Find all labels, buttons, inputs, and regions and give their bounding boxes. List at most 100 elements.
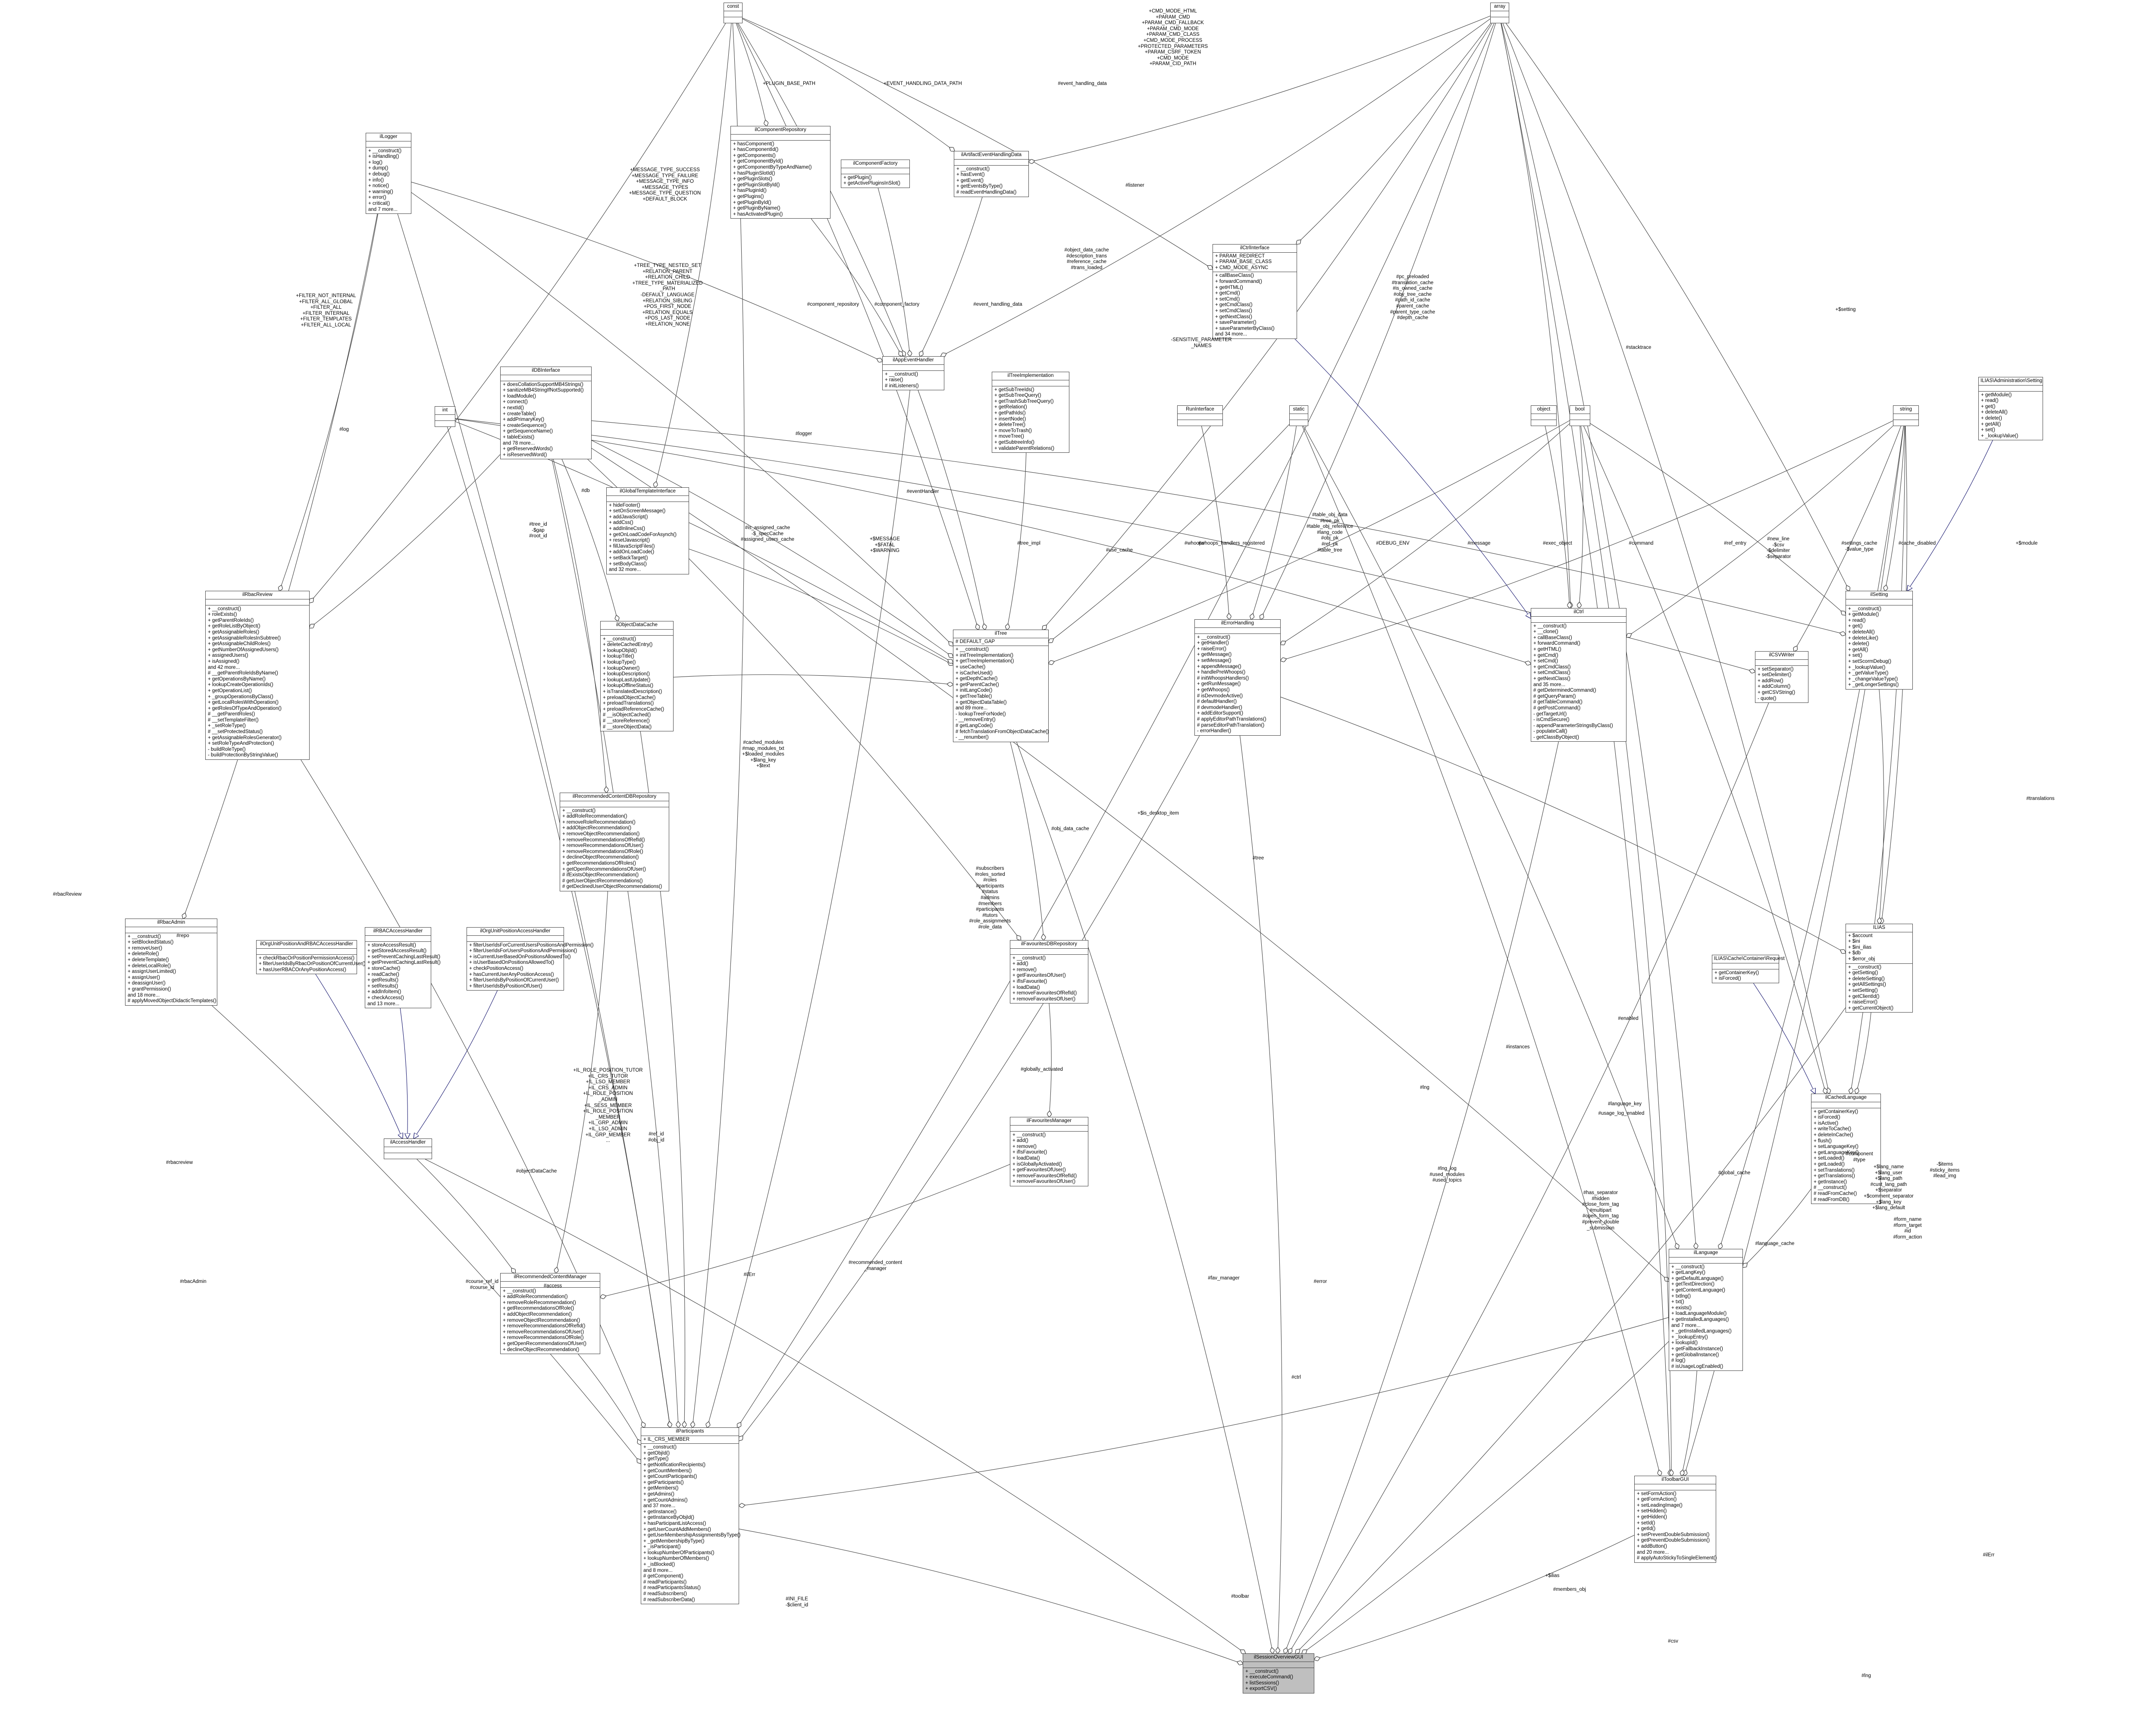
operations-section (1531, 420, 1556, 426)
usage-edge (1010, 742, 1044, 940)
attributes-section (1531, 414, 1556, 420)
operation: + addObjectRecommendation() (503, 1311, 572, 1317)
inheritance-edge (400, 1008, 407, 1138)
operation: + lookupDescription() (603, 671, 650, 677)
attributes-section (1979, 386, 2043, 392)
operations-section (724, 17, 742, 23)
attributes-section (1010, 949, 1088, 955)
edge-label: #error (1313, 1279, 1327, 1284)
operation: + removeRoleRecommendation() (562, 819, 636, 825)
class-name: int (435, 407, 455, 415)
operation: + assignUserLimited() (128, 969, 176, 975)
operation: + info() (368, 177, 384, 183)
class-ilparticipants: ilParticipants+ IL_CRS_MEMBER+ __constru… (641, 1427, 740, 1605)
operation: + txtlng() (1671, 1293, 1691, 1299)
operation: + setSeparator() (1758, 666, 1794, 672)
usage-edge (1590, 423, 1846, 615)
operation: + checkRbacOrPositionPermissionAccess() (259, 955, 355, 961)
edge-label: +$lang_name +$lang_user +$lang_path #cus… (1864, 1164, 1914, 1211)
usage-edge (739, 735, 1200, 1440)
operation: + getRolesOfTypeAndOperation() (208, 706, 282, 711)
operation: + createSequence() (503, 423, 547, 428)
class-name: ilLanguage (1669, 1249, 1742, 1257)
operations-section: + __construct()+ executeCommand()+ listS… (1243, 1668, 1314, 1693)
class-name: ilSetting (1846, 591, 1912, 599)
operation: + getHTML() (1533, 646, 1561, 652)
operation: + getParentCache() (956, 682, 999, 687)
edge-label: #lng (1420, 1085, 1429, 1090)
class-const: const (724, 3, 743, 23)
operations-section (1893, 420, 1918, 426)
operation: + setCmd() (1533, 659, 1558, 664)
operation: # parseEditorPathTranslation() (1197, 722, 1265, 728)
class-name: ilFavouritesDBRepository (1010, 941, 1088, 949)
operation: + getComponents() (733, 153, 776, 158)
operation: and 7 more... (1671, 1323, 1701, 1328)
operation: + getParticipants() (643, 1480, 684, 1485)
operation: + notice() (368, 183, 389, 189)
operation: + setLeadingImage() (1637, 1502, 1683, 1508)
usage-edge (411, 182, 882, 361)
operations-section: + storeAccessResult()+ getStoredAccessRe… (365, 942, 441, 1008)
operation: and 32 more... (609, 567, 641, 573)
operation: and 37 more... (643, 1503, 676, 1509)
operation: # getComponent() (643, 1574, 683, 1579)
class-name: ilCachedLanguage (1811, 1094, 1880, 1102)
class-name: static (1290, 406, 1308, 414)
attributes-section (435, 415, 455, 421)
operation: + log() (368, 160, 382, 165)
operation: + _lookupValue() (1981, 433, 2018, 439)
operation: + preloadReferenceCache() (603, 706, 664, 712)
operation: and 78 more... (503, 440, 535, 446)
operation: + lookupType() (603, 659, 636, 665)
edge-label: +PLUGIN_BASE_PATH (763, 81, 815, 86)
edge-label: #is_assigned_cache -$_specCache #assigne… (740, 525, 795, 542)
operation: + getNextClass() (1215, 314, 1252, 320)
usage-edge (411, 192, 953, 646)
operation: + getActivePluginsInSlot() (843, 181, 900, 186)
operation: + setBodyClass() (609, 561, 647, 567)
operation: + filterUserIdsByPositionOfCurrentUser() (469, 978, 559, 983)
operation: + addButton() (1637, 1543, 1667, 1549)
operation: + getAssignableChildRoles() (208, 641, 271, 647)
edge-label: -SENSITIVE_PARAMETER _NAMES (1171, 337, 1232, 348)
operation: + getFallbackInstance() (1671, 1346, 1723, 1352)
edge-label: #language_key (1608, 1101, 1642, 1107)
edge-label: #rbacAdmin (180, 1279, 207, 1284)
edge-label: #event_handling_data (973, 302, 1022, 307)
edge-label: #message (1467, 541, 1491, 546)
operation: + __construct() (1848, 606, 1882, 611)
operation: + removeRecommendationsOfRefId() (503, 1323, 586, 1329)
operation: + isAssigned() (208, 659, 240, 664)
class-ilorgunitpositionaccesshandler: ilOrgUnitPositionAccessHandler+ filterUs… (467, 927, 594, 991)
operation: + setId() (1637, 1520, 1655, 1526)
attributes-section (206, 599, 309, 605)
operation: + getResults() (367, 978, 398, 983)
operation: + lookupCreateOperationIds() (208, 682, 273, 688)
operation: + addColumn() (1758, 684, 1791, 690)
edge-label: #course_ref_id #course_id (465, 1279, 499, 1290)
attributes-section (560, 801, 669, 807)
class-name: ilRBACAccessHandler (365, 928, 431, 936)
operation: + addCss() (609, 520, 633, 526)
usage-edge (1049, 420, 1570, 664)
operation: + getFavouritesOfUser() (1012, 1167, 1066, 1173)
operation: + deleteRole() (128, 951, 159, 957)
operation: + getContainerKey() (1714, 970, 1759, 975)
usage-edge (1302, 1341, 1669, 1653)
operation: + getComponentByTypeAndName() (733, 164, 812, 170)
operation: + getOnLoadCodeForAsynch() (609, 532, 677, 537)
usage-edge (1583, 426, 1826, 1094)
class-ilartifacteventhandlingdata: ilArtifactEventHandlingData+ __construct… (954, 151, 1029, 197)
class-string: string (1893, 405, 1919, 426)
edge-label: #access (543, 1283, 562, 1289)
operation: + lookupTitle() (603, 654, 634, 659)
operations-section: + __construct()+ getSetting()+ deleteSet… (1846, 964, 1912, 1013)
class-name: ilFavouritesManager (1010, 1117, 1088, 1126)
operation: + warning() (368, 189, 393, 194)
operation: + getCmdClass() (1533, 664, 1571, 670)
operation: - appendParameterStringsByClass() (1533, 723, 1613, 728)
operation: # readParticipantsStatus() (643, 1585, 701, 1591)
class-bool: bool (1570, 405, 1590, 426)
operation: + sanitizeMB4StringIfNotSupported() (503, 388, 584, 393)
